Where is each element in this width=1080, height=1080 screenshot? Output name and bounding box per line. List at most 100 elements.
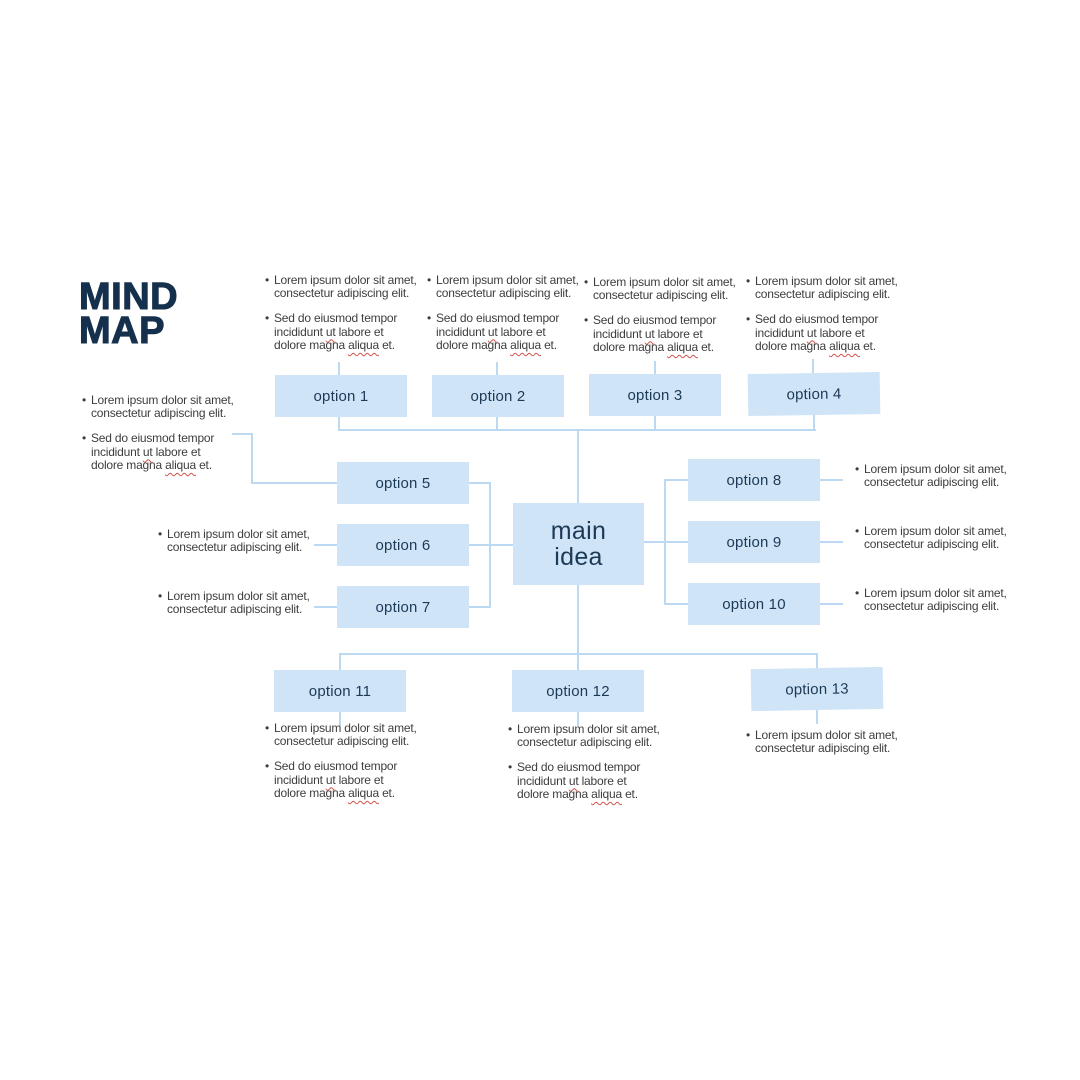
bullet-line: labore et <box>816 325 865 340</box>
bullet-line: dolore magna <box>755 338 830 353</box>
connector-line <box>654 361 656 374</box>
bullet-text: Lorem ipsum dolor sit amet,consectetur a… <box>274 273 417 300</box>
node-label: option 2 <box>470 387 526 405</box>
bullet-line: consectetur adipiscing elit. <box>864 475 1000 490</box>
notes-option-3: • Lorem ipsum dolor sit amet,consectetur… <box>584 275 736 354</box>
bullet-text: Lorem ipsum dolor sit amet,consectetur a… <box>755 728 898 756</box>
bullet-line: consectetur adipiscing elit. <box>167 540 303 555</box>
node-option-6[interactable]: option 6 <box>337 524 469 566</box>
bullet-line: consectetur adipiscing elit. <box>436 286 572 301</box>
bullet-text: Lorem ipsum dolor sit amet,consectetur a… <box>517 722 660 749</box>
node-option-2[interactable]: option 2 <box>432 375 564 417</box>
bullet-line: consectetur adipiscing elit. <box>755 287 891 302</box>
bullet-line: Lorem ipsum dolor sit amet, <box>91 393 234 407</box>
bullet-line: labore et <box>335 772 384 787</box>
bullet-marker: • <box>746 728 751 742</box>
bullet-line: labore et <box>578 773 627 788</box>
bullet-line: dolore magna <box>274 785 349 800</box>
node-option-10[interactable]: option 10 <box>688 583 820 625</box>
bullet-item: • Lorem ipsum dolor sit amet,consectetur… <box>746 728 898 756</box>
bullet-marker: • <box>82 431 87 446</box>
node-option-7[interactable]: option 7 <box>337 586 469 628</box>
bullet-line: dolore magna <box>593 339 668 354</box>
bullet-item: • Lorem ipsum dolor sit amet,consectetur… <box>855 586 1007 614</box>
bullet-line: et. <box>378 785 395 800</box>
bullet-line: Lorem ipsum dolor sit amet, <box>274 721 417 735</box>
misspelled-word: ut <box>487 324 498 339</box>
bullet-item: • Lorem ipsum dolor sit amet,consectetur… <box>855 524 1007 551</box>
misspelled-word: ut <box>644 326 655 341</box>
bullet-item: • Lorem ipsum dolor sit amet,consectetur… <box>584 275 736 302</box>
bullet-line: Lorem ipsum dolor sit amet, <box>593 275 736 289</box>
node-label: option 8 <box>726 471 782 489</box>
node-option-4[interactable]: option 4 <box>747 371 881 417</box>
bullet-line: labore et <box>497 324 546 339</box>
bullet-line: dolore magna <box>517 786 592 801</box>
node-option-3[interactable]: option 3 <box>589 374 721 416</box>
bullet-marker: • <box>82 393 87 407</box>
misspelled-word: aliqua <box>829 338 860 353</box>
misspelled-word: ut <box>325 324 336 339</box>
node-option-13[interactable]: option 13 <box>750 666 884 712</box>
node-option-1[interactable]: option 1 <box>275 375 407 417</box>
connector-line <box>812 359 814 373</box>
bullet-line: Sed do eiusmod tempor <box>755 312 879 327</box>
main-idea-line1: main <box>550 517 607 545</box>
bullet-line: Lorem ipsum dolor sit amet, <box>436 273 579 287</box>
bullet-text: Lorem ipsum dolor sit amet,consectetur a… <box>864 462 1007 490</box>
misspelled-word: aliqua <box>667 339 698 354</box>
connector-line <box>664 479 689 481</box>
bullet-marker: • <box>746 274 751 288</box>
connector-line <box>664 603 689 605</box>
bullet-line: et. <box>195 457 212 472</box>
notes-option-7: • Lorem ipsum dolor sit amet,consectetur… <box>158 589 310 617</box>
bullet-text: Lorem ipsum dolor sit amet,consectetur a… <box>864 524 1007 551</box>
bullet-marker: • <box>508 760 513 775</box>
connector-line <box>251 433 253 483</box>
bullet-line: consectetur adipiscing elit. <box>755 741 891 756</box>
notes-option-12: • Lorem ipsum dolor sit amet,consectetur… <box>508 722 660 801</box>
node-option-9[interactable]: option 9 <box>688 521 820 563</box>
bullet-line: dolore magna <box>436 337 511 352</box>
node-option-11[interactable]: option 11 <box>274 670 406 712</box>
bullet-line: Sed do eiusmod tempor <box>593 313 717 328</box>
node-label: option 4 <box>786 385 842 403</box>
bullet-line: dolore magna <box>91 457 166 472</box>
bullet-line: labore et <box>335 324 384 339</box>
node-label: option 12 <box>546 682 610 700</box>
node-label: option 3 <box>627 386 683 404</box>
bullet-line: labore et <box>654 326 703 341</box>
bullet-line: incididunt <box>274 324 326 339</box>
node-option-5[interactable]: option 5 <box>337 462 469 504</box>
node-option-12[interactable]: option 12 <box>512 670 644 712</box>
connector-line <box>816 653 818 669</box>
node-label: option 11 <box>308 682 372 700</box>
connector-line <box>577 429 579 504</box>
bullet-line: consectetur adipiscing elit. <box>274 734 410 749</box>
bullet-line: consectetur adipiscing elit. <box>864 599 1000 614</box>
bullet-line: Lorem ipsum dolor sit amet, <box>755 274 898 288</box>
bullet-line: Lorem ipsum dolor sit amet, <box>167 527 310 541</box>
bullet-marker: • <box>158 589 163 603</box>
notes-option-10: • Lorem ipsum dolor sit amet,consectetur… <box>855 586 1007 614</box>
node-label: option 9 <box>726 533 782 551</box>
node-main-idea[interactable]: main idea <box>513 503 644 585</box>
bullet-line: et. <box>859 338 876 353</box>
bullet-item: • Lorem ipsum dolor sit amet,consectetur… <box>746 274 898 302</box>
bullet-item: • Lorem ipsum dolor sit amet,consectetur… <box>82 393 234 420</box>
bullet-line: Lorem ipsum dolor sit amet, <box>167 589 310 603</box>
bullet-line: consectetur adipiscing elit. <box>167 602 303 617</box>
bullet-marker: • <box>265 759 270 774</box>
node-option-8[interactable]: option 8 <box>688 459 820 501</box>
bullet-marker: • <box>265 311 270 326</box>
connector-line <box>251 482 338 484</box>
misspelled-word: aliqua <box>165 457 196 472</box>
bullet-marker: • <box>265 273 270 287</box>
